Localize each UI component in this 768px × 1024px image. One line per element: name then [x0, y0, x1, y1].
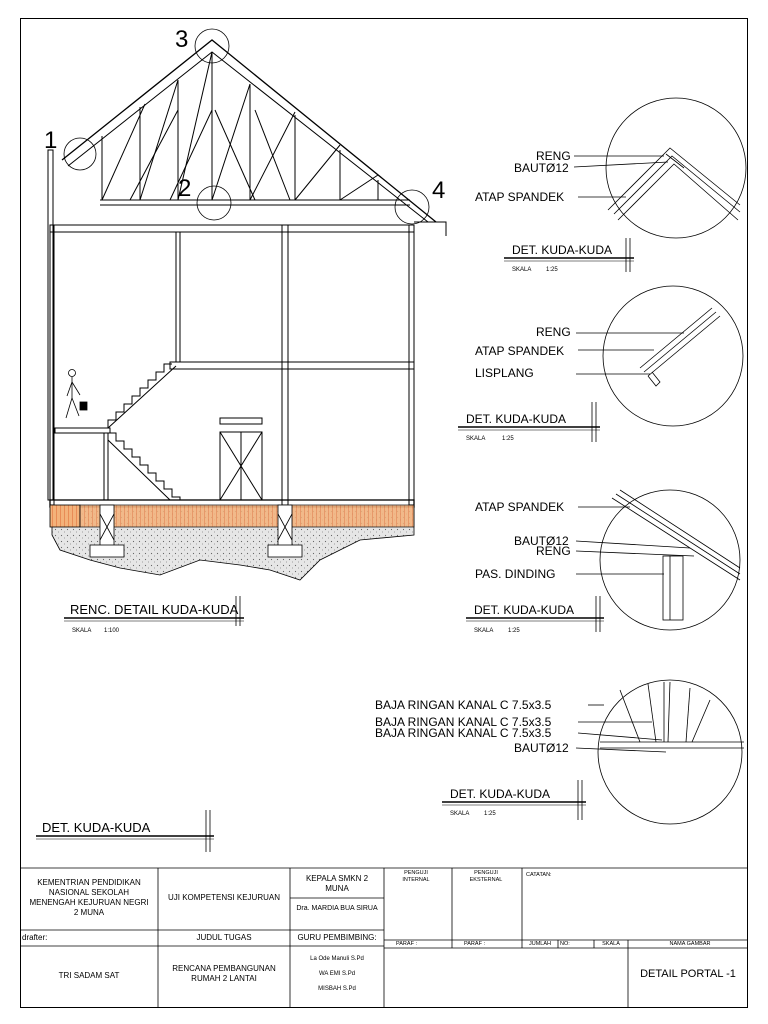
marker-circle-1	[63, 137, 97, 171]
marker-label-4: 4	[432, 177, 445, 204]
detail-1-label-atap: ATAP SPANDEK	[475, 190, 564, 204]
detail-markers	[63, 28, 430, 225]
marker-circle-2	[196, 185, 232, 221]
tb-head-name: Dra. MARDIA BUA SIRUA	[296, 905, 378, 912]
human-figure	[65, 369, 88, 419]
tb-judul-label: JUDUL TUGAS	[196, 933, 252, 942]
detail-3-label-atap: ATAP SPANDEK	[475, 500, 564, 514]
detail-4-scale-label: SKALA	[450, 811, 469, 817]
sloof-mid-right	[289, 504, 415, 528]
detail-1-drawing	[573, 97, 747, 239]
tb-drafter-label: drafter:	[22, 933, 48, 942]
detail-1-circle	[605, 97, 747, 239]
floor-beam-left	[54, 427, 111, 434]
tb-head-title: KEPALA SMKN 2 MUNA	[305, 874, 369, 893]
floor-beam	[169, 361, 415, 370]
roof-left-slope	[61, 39, 437, 223]
marker-label-3: 3	[175, 26, 188, 53]
detail-3-label-dinding: PAS. DINDING	[475, 567, 555, 581]
detail-3-scale-label: SKALA	[474, 628, 493, 634]
tb-catatan: CATATAN:	[526, 872, 552, 878]
tb-drawing-name: DETAIL PORTAL -1	[640, 968, 736, 980]
detail-2-label-atap: ATAP SPANDEK	[475, 344, 564, 358]
title-block-grid	[20, 867, 748, 1008]
main-scale-value: 1:100	[104, 628, 120, 634]
truss-webs	[101, 51, 379, 201]
marker-circle-4	[394, 189, 430, 225]
detail-2-title: DET. KUDA-KUDA	[466, 412, 566, 426]
tb-jumlah: JUMLAH	[528, 941, 551, 947]
tb-paraf-2: PARAF :	[464, 941, 485, 947]
detail-4-label-baut: BAUTØ12	[514, 741, 569, 755]
detail-4-drawing	[575, 679, 744, 825]
door-vent	[219, 417, 263, 425]
detail-4-circle	[597, 679, 743, 825]
detail-2-scale-value: 1:25	[502, 436, 514, 442]
ring-beam-top	[49, 224, 415, 233]
detail-1-scale-label: SKALA	[512, 267, 531, 273]
sloof-left	[49, 504, 81, 528]
tb-exam: UJI KOMPETENSI KEJURUAN	[167, 893, 280, 902]
detail-2-circle	[602, 285, 744, 427]
main-section-title: RENC. DETAIL KUDA-KUDA	[70, 602, 239, 617]
tb-guru-label: GURU PEMBIMBING:	[297, 933, 377, 942]
detail-4-title: DET. KUDA-KUDA	[450, 787, 550, 801]
tb-no: NO:	[560, 941, 570, 947]
detail-2-scale-label: SKALA	[466, 436, 485, 442]
house-section	[47, 39, 447, 508]
detail-3-drawing	[575, 489, 741, 631]
detail-1-label-reng: RENG	[536, 149, 571, 163]
gutter	[414, 221, 447, 236]
detail-4-label-baja-3: BAJA RINGAN KANAL C 7.5x3.5	[375, 726, 552, 740]
tb-paraf-1: PARAF :	[396, 941, 417, 947]
footing-left-base	[89, 544, 125, 558]
marker-label-2: 2	[178, 175, 191, 202]
detail-2-label-lisplang: LISPLANG	[475, 366, 534, 380]
detail-1-title: DET. KUDA-KUDA	[512, 243, 612, 257]
detail-1-label-baut: BAUTØ12	[514, 161, 569, 175]
tb-penguji-eksternal: PENGUJI EKSTERNAL	[469, 870, 503, 883]
detail-3-scale-value: 1:25	[508, 628, 520, 634]
detail-3-label-reng: RENG	[536, 544, 571, 558]
roof-inner-slope	[67, 51, 429, 223]
detail-3-circle	[599, 489, 741, 631]
tb-skala: SKALA	[602, 941, 620, 947]
detail-4-label-baja-2: BAJA RINGAN KANAL C 7.5x3.5	[375, 715, 552, 729]
detail-1-scale-value: 1:25	[546, 267, 558, 273]
middle-column	[281, 224, 289, 506]
tb-nama-gambar: NAMA GAMBAR	[669, 941, 711, 947]
tb-penguji-internal: PENGUJI INTERNAL	[402, 870, 430, 883]
marker-circle-3	[194, 28, 230, 64]
detail-4-label-baja-1: BAJA RINGAN KANAL C 7.5x3.5	[375, 698, 552, 712]
tb-drafter-name: TRI SADAM SAT	[58, 971, 120, 980]
detail-2-drawing	[576, 285, 744, 427]
stairs-lower	[108, 432, 181, 500]
detail-2-label-reng: RENG	[536, 325, 571, 339]
main-scale-label: SKALA	[72, 628, 91, 634]
right-wall	[408, 224, 415, 506]
tb-institution: KEMENTRIAN PENDIDIKAN NASIONAL SEKOLAH M…	[29, 878, 149, 917]
bottom-section-title: DET. KUDA-KUDA	[42, 820, 151, 835]
tb-guru-3: MISBAH S.Pd	[318, 986, 356, 992]
tb-project: RENCANA PEMBANGUNAN RUMAH 2 LANTAI	[172, 964, 276, 983]
foundation	[49, 504, 415, 581]
detail-3-title: DET. KUDA-KUDA	[474, 603, 574, 617]
marker-label-1: 1	[44, 127, 57, 154]
stairs-upper	[107, 363, 172, 428]
footing-mid-base	[267, 544, 303, 558]
detail-4-scale-value: 1:25	[484, 811, 496, 817]
tb-guru-1: La Ode Manuli S.Pd	[310, 956, 364, 962]
tb-guru-2: WA EMI S.Pd	[318, 971, 356, 977]
detail-3-label-baut: BAUTØ12	[514, 534, 569, 548]
